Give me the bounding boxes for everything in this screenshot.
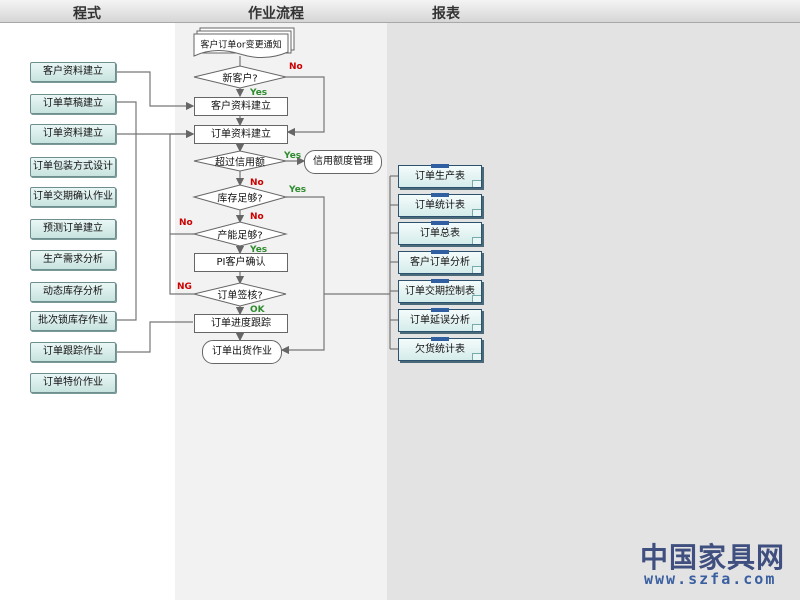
program-button-packaging-design[interactable]: 订单包装方式设计: [30, 157, 116, 177]
watermark-brand: 中国家具网: [640, 541, 786, 574]
label-no-new-customer: No: [289, 62, 303, 72]
program-button-order-setup[interactable]: 订单资料建立: [30, 124, 116, 144]
program-button-batch-lock[interactable]: 批次锁库存作业: [30, 311, 116, 331]
flow-process-pi-confirm: PI客户确认: [194, 253, 288, 272]
program-button-order-draft[interactable]: 订单草稿建立: [30, 94, 116, 114]
program-button-special-price[interactable]: 订单特价作业: [30, 373, 116, 393]
flow-process-customer-setup: 客户资料建立: [194, 97, 288, 116]
flow-terminal-shipping: 订单出货作业: [202, 340, 282, 364]
flow-process-order-setup: 订单资料建立: [194, 125, 288, 144]
header-reports: 报表: [432, 6, 460, 22]
flow-decision-new-customer: 新客户?: [222, 73, 258, 85]
flow-decision-capacity: 产能足够?: [217, 230, 263, 242]
program-button-inventory-analysis[interactable]: 动态库存分析: [30, 282, 116, 302]
flow-process-progress-tracking: 订单进度跟踪: [194, 314, 288, 333]
label-no-capacity: No: [179, 218, 193, 228]
label-yes-capacity: Yes: [250, 245, 268, 255]
flow-decision-review: 订单签核?: [217, 290, 263, 302]
label-ok-review: OK: [250, 305, 265, 315]
label-yes-credit: Yes: [284, 151, 302, 161]
flow-terminal-credit-management: 信用额度管理: [304, 150, 382, 174]
report-button-backorder[interactable]: 欠货统计表: [398, 337, 482, 361]
header-workflow: 作业流程: [248, 6, 304, 22]
report-button-delivery-control[interactable]: 订单交期控制表: [398, 279, 482, 303]
report-button-customer-analysis[interactable]: 客户订单分析: [398, 250, 482, 274]
label-yes-new-customer: Yes: [250, 88, 268, 98]
label-yes-stock: Yes: [289, 185, 307, 195]
report-button-delay-analysis[interactable]: 订单延误分析: [398, 308, 482, 332]
label-ng-review: NG: [177, 282, 192, 292]
header-programs: 程式: [73, 6, 101, 22]
label-no-credit: No: [250, 178, 264, 188]
report-button-statistics[interactable]: 订单统计表: [398, 193, 482, 217]
column-header-bar: 程式 作业流程 报表: [0, 0, 800, 23]
report-button-summary[interactable]: 订单总表: [398, 221, 482, 245]
workflow-column: [175, 23, 387, 600]
program-button-demand-analysis[interactable]: 生产需求分析: [30, 250, 116, 270]
program-button-order-tracking[interactable]: 订单跟踪作业: [30, 342, 116, 362]
report-button-production[interactable]: 订单生产表: [398, 164, 482, 188]
watermark-url: www.szfa.com: [644, 570, 777, 588]
program-button-delivery-confirm[interactable]: 订单交期确认作业: [30, 187, 116, 207]
flow-document-order: 客户订单or变更通知: [200, 40, 282, 51]
program-button-customer-setup[interactable]: 客户资料建立: [30, 62, 116, 82]
program-button-forecast-order[interactable]: 预测订单建立: [30, 219, 116, 239]
flow-decision-stock: 库存足够?: [217, 193, 263, 205]
flow-decision-credit: 超过信用额: [215, 157, 265, 169]
label-no-stock: No: [250, 212, 264, 222]
